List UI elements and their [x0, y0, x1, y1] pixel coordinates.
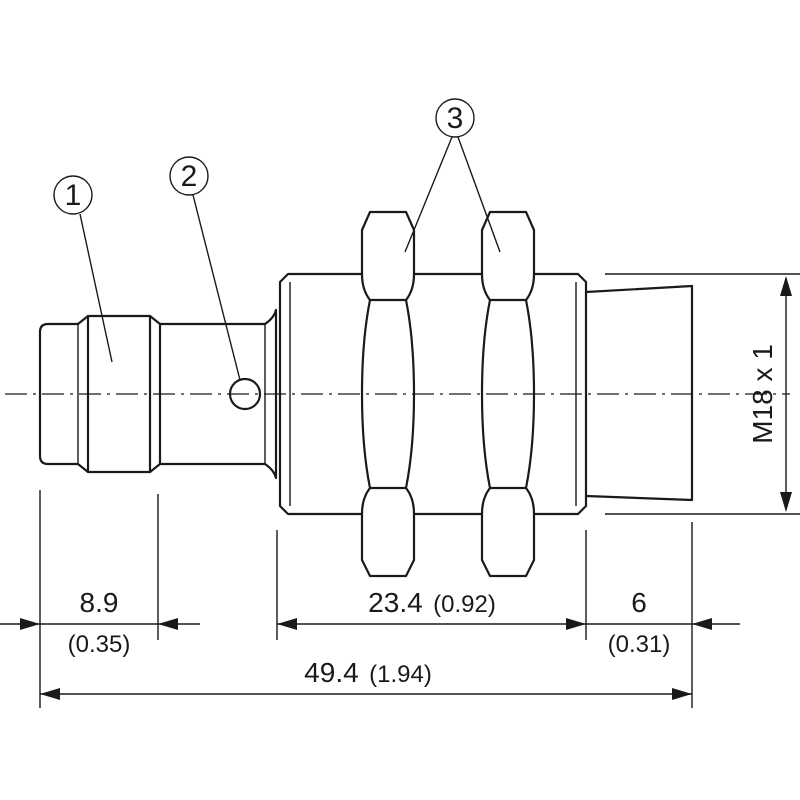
callout-1: 1	[53, 175, 113, 363]
overall-dimension: 49.4 (1.94)	[40, 657, 692, 700]
thread-spec-dimension: M18 x 1	[747, 276, 792, 512]
overall-inch: (1.94)	[369, 661, 432, 688]
callout-2-label: 2	[181, 160, 198, 193]
mounting-nut-2	[480, 210, 536, 578]
callout-2: 2	[169, 156, 241, 381]
housing-neck	[158, 308, 278, 480]
led-indicator	[228, 377, 262, 411]
threaded-housing	[278, 272, 588, 516]
face-dim-inch: (0.31)	[608, 631, 671, 658]
sensing-face	[584, 284, 694, 502]
thread-spec-label: M18 x 1	[747, 344, 778, 444]
face-dim-value: 6	[631, 587, 647, 618]
connector-dim-value: 8.9	[80, 587, 119, 618]
thread-length-inch: (0.92)	[433, 591, 496, 618]
thread-length-dimension: 23.4 (0.92)	[277, 587, 586, 630]
overall-value: 49.4	[304, 657, 359, 688]
callout-1-label: 1	[65, 179, 82, 212]
connector-dimension: 8.9 (0.35)	[0, 587, 200, 658]
svg-text:49.4 (1.94): 49.4 (1.94)	[304, 657, 432, 688]
mounting-nut-1	[360, 210, 416, 578]
connector-dim-inch: (0.35)	[68, 631, 131, 658]
callout-3-label: 3	[447, 102, 464, 135]
svg-text:23.4 (0.92): 23.4 (0.92)	[368, 587, 496, 618]
callout-3: 3	[404, 98, 501, 253]
thread-length-value: 23.4	[368, 587, 423, 618]
face-dimension: 6 (0.31)	[586, 587, 740, 658]
